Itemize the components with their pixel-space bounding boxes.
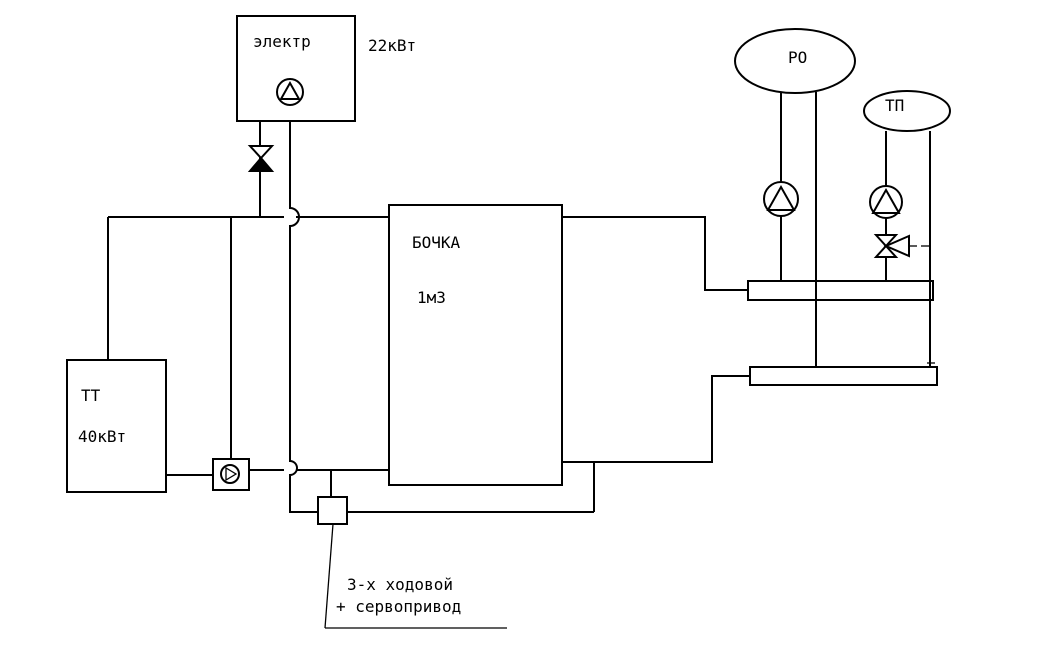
tank-name: БОЧКА: [412, 233, 461, 252]
floor-heating-pump-icon: [869, 185, 903, 219]
floor-heating: ТП: [863, 90, 951, 132]
radiator-pump-icon: [763, 181, 799, 217]
electric-power-label: 22кВт: [368, 36, 416, 55]
radiators: РО: [734, 28, 856, 94]
electric-boiler-label: электр: [253, 32, 311, 51]
return-manifold: [749, 366, 938, 386]
tank-volume: 1м3: [417, 288, 446, 307]
supply-manifold: [747, 280, 934, 301]
radiators-label: РО: [788, 48, 807, 67]
solid-fuel-name: ТТ: [81, 386, 101, 405]
buffer-tank: БОЧКА 1м3: [388, 204, 563, 486]
valve-label-line1: 3-х ходовой: [347, 575, 453, 594]
solid-fuel-pump-icon: [212, 458, 250, 491]
electric-boiler: электр: [236, 15, 356, 122]
valve-label-line2: + сервопривод: [336, 597, 461, 616]
electric-valve-icon: [247, 145, 275, 172]
three-way-valve-icon: [317, 496, 348, 525]
floor-heating-mixing-valve-icon: [873, 234, 917, 258]
floor-heating-label: ТП: [885, 96, 904, 115]
solid-fuel-boiler: ТТ 40кВт: [66, 359, 167, 493]
solid-fuel-power: 40кВт: [78, 427, 126, 446]
electric-pump-icon: [276, 78, 304, 106]
